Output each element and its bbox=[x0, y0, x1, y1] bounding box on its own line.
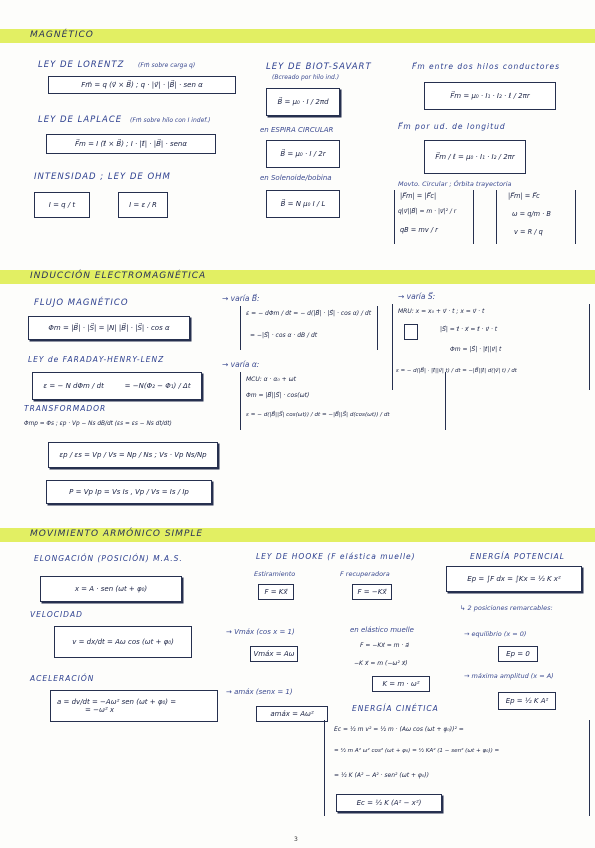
varia-b-brace bbox=[240, 306, 378, 350]
orbita-line: |F⃗m| = F⃗c bbox=[508, 192, 540, 200]
varia-s-line: MRU: x = x₀ + v⃗ · t ; x = v⃗ · t bbox=[398, 308, 485, 315]
varia-a-brace bbox=[240, 372, 446, 430]
varia-a-label: → varía α: bbox=[222, 360, 260, 369]
lorentz-formula: Fm⃗ = q (v⃗ × B⃗) ; q · |v⃗| · |B⃗| · se… bbox=[48, 76, 236, 94]
hilos-formula: F⃗m = μ₀ · I₁ · I₂ · ℓ / 2πr bbox=[424, 82, 556, 110]
intensidad-formula: I = q / t bbox=[34, 192, 90, 218]
elongacion-formula: x = A · sen (ωt + φ₀) bbox=[40, 576, 182, 602]
longitud-formula: F⃗m / ℓ = μ₀ · I₁ · I₂ / 2πr bbox=[424, 140, 526, 174]
varia-b-line: ε = − dΦm / dt = − d(|B⃗| · |S⃗| · cos α… bbox=[246, 310, 372, 317]
ohm-formula: I = ε / R bbox=[118, 192, 168, 218]
section-band-induccion bbox=[0, 270, 595, 284]
faraday-title: LEY de FARADAY-HENRY-LENZ bbox=[28, 355, 165, 364]
amax-label: → amáx (senx = 1) bbox=[226, 688, 293, 696]
aceleracion-eq-2: = −ω² x bbox=[85, 706, 114, 714]
velocidad-title: VELOCIDAD bbox=[30, 610, 83, 619]
orbita-line: v = R / q bbox=[514, 228, 543, 236]
transformador-formula-1: εp / εs = Vp / Vs = Np / Ns ; Vs · Vp Ns… bbox=[48, 442, 218, 468]
ep-title: ENERGÍA POTENCIAL bbox=[470, 552, 565, 561]
hooke-formula-1: F = Kx⃗ bbox=[258, 584, 294, 600]
elongacion-title: ELONGACIÓN (POSICIÓN) M.A.S. bbox=[34, 554, 183, 563]
orbita-line: ω = q/m · B bbox=[512, 210, 551, 218]
laplace-note: (Fm⃗ sobre hilo con I indef.) bbox=[130, 117, 211, 124]
hooke-f2-label: F recuperadora bbox=[340, 570, 390, 578]
maxima-label: → máxima amplitud (x = A) bbox=[464, 672, 554, 680]
section-band-magnetico bbox=[0, 29, 595, 43]
hooke-f1-label: Estiramiento bbox=[254, 570, 296, 578]
orbita-brace bbox=[496, 190, 576, 244]
varia-a-line: Φm = |B⃗||S⃗| · cos(ωt) bbox=[246, 392, 310, 399]
amax-formula: amáx = Aω² bbox=[256, 706, 328, 722]
varia-s-line: ε = − d(|B⃗| · |ℓ⃗||v⃗| t) / dt = −|B⃗||… bbox=[396, 368, 517, 374]
varia-a-line: ε = − d(|B⃗||S⃗| cos(ωt)) / dt = −|B⃗||S… bbox=[246, 412, 390, 418]
vmax-label: → Vmáx (cos x = 1) bbox=[226, 628, 295, 636]
section-title-mas: MOVIMIENTO ARMÓNICO SIMPLE bbox=[30, 529, 204, 539]
transformador-formula-2: P = Vp Ip = Vs Is , Vp / Vs = Is / Ip bbox=[46, 480, 212, 504]
varia-b-line: = −|S⃗| · cos α · dB / dt bbox=[250, 332, 318, 339]
lorentz-title: LEY DE LORENTZ bbox=[38, 60, 125, 70]
equilibrio-label: → equilibrio (x = 0) bbox=[464, 630, 527, 638]
solenoide-formula: B⃗ = N μ₀ I / L bbox=[266, 190, 340, 218]
laplace-title: LEY DE LAPLACE bbox=[38, 115, 123, 125]
page-number: 3 bbox=[294, 836, 298, 843]
aceleracion-eq-1: a = dv/dt = −Aω² sen (ωt + φ₀) = bbox=[57, 698, 177, 706]
elastico-line: −K x⃗ = m (−ω² x⃗) bbox=[354, 660, 408, 667]
aceleracion-title: ACELERACIÓN bbox=[30, 674, 95, 683]
biot-note: (Bcreado por hilo ind.) bbox=[272, 74, 340, 81]
hilos-title: F⃗m entre dos hilos conductores bbox=[412, 62, 561, 71]
longitud-title: F⃗m por ud. de longitud bbox=[398, 122, 506, 131]
biot-formula: B⃗ = μ₀ · I / 2πd bbox=[266, 88, 340, 116]
hooke-title: LEY DE HOOKE (F elástica muelle) bbox=[256, 552, 416, 561]
section-band-mas bbox=[0, 528, 595, 542]
section-title-magnetico: MAGNÉTICO bbox=[30, 30, 94, 40]
ep-maxima-formula: Ep = ½ K A² bbox=[498, 692, 556, 710]
varia-b-label: → varía B⃗: bbox=[222, 294, 260, 303]
circular-line: q|v⃗||B⃗| = m · |v⃗|² / r bbox=[398, 208, 457, 215]
aceleracion-formula: a = dv/dt = −Aω² sen (ωt + φ₀) = = −ω² x bbox=[50, 690, 218, 722]
circular-line: |F⃗m| = |F⃗c| bbox=[400, 192, 437, 200]
varia-s-line: Φm = |S⃗| · |ℓ⃗||v⃗| t bbox=[450, 346, 502, 353]
ep-formula: Ep = ∫F dx = ∫Kx = ½ K x² bbox=[446, 566, 582, 592]
faraday-eq-2: = −N(Φ₂ − Φ₁) / Δt bbox=[124, 382, 191, 390]
flujo-formula: Φm = |B⃗| · |S⃗| = |N| |B⃗| · |S⃗| · cos… bbox=[28, 316, 190, 340]
faraday-eq-1: ε = − N dΦm / dt bbox=[43, 382, 104, 390]
transformador-title: TRANSFORMADOR bbox=[24, 404, 107, 413]
varia-s-brace bbox=[392, 304, 590, 390]
ec-formula: Ec = ½ K (A² − x²) bbox=[336, 794, 442, 812]
biot-title: LEY DE BIOT-SAVART bbox=[266, 62, 372, 72]
varia-s-line: |S⃗| = ℓ⃗ · x⃗ = ℓ⃗ · v⃗ · t bbox=[440, 326, 498, 333]
vmax-formula: Vmáx = Aω bbox=[250, 646, 298, 662]
circular-line: qB = mv / r bbox=[400, 226, 438, 234]
varia-a-line: MCU: α · α₀ + ωt bbox=[246, 376, 296, 383]
ec-line: = ½ K (A² − A² · sen² (ωt + φ₀)) bbox=[334, 772, 429, 779]
flujo-title: FLUJO MAGNÉTICO bbox=[34, 298, 129, 308]
intensidad-title: INTENSIDAD ; LEY DE OHM bbox=[34, 172, 171, 182]
ec-line: = ½ m A² ω² cos² (ωt + φ₀) = ½ KA² (1 − … bbox=[334, 748, 500, 754]
circular-title: Movto. Circular ; Órbita trayectoria bbox=[398, 180, 512, 188]
rectangle-diagram bbox=[404, 324, 418, 340]
circular-brace bbox=[394, 190, 474, 244]
ec-line: Ec = ½ m v² = ½ m · (Aω cos (ωt + φ₀))² … bbox=[334, 726, 464, 733]
velocidad-formula: v = dx/dt = Aω cos (ωt + φ₀) bbox=[54, 626, 192, 658]
solenoide-title: en Solenoide/bobina bbox=[260, 174, 332, 182]
section-title-induccion: INDUCCIÓN ELECTROMAGNÉTICA bbox=[30, 271, 207, 281]
ec-title: ENERGÍA CINÉTICA bbox=[352, 704, 439, 713]
varia-s-label: → varía S⃗: bbox=[398, 292, 436, 301]
espira-title: en ESPIRA CIRCULAR bbox=[260, 126, 334, 134]
ep-equilibrio-formula: Ep = 0 bbox=[498, 646, 538, 662]
lorentz-note: (Fm⃗ sobre carga q) bbox=[138, 62, 196, 69]
ec-brace bbox=[324, 720, 590, 816]
laplace-formula: F⃗m = I (ℓ⃗ × B⃗) ; I · |ℓ⃗| · |B⃗| · se… bbox=[46, 134, 216, 154]
faraday-formula: ε = − N dΦm / dt = −N(Φ₂ − Φ₁) / Δt bbox=[32, 372, 202, 400]
posiciones-label: ↳ 2 posiciones remarcables: bbox=[460, 604, 553, 612]
espira-formula: B⃗ = μ₀ · I / 2r bbox=[266, 140, 340, 168]
elastico-title: en elástico muelle bbox=[350, 626, 414, 634]
elastico-line: F = −Kx⃗ = m · a⃗ bbox=[360, 642, 409, 649]
elastico-formula: K = m · ω² bbox=[372, 676, 430, 692]
transformador-line: Φmp = Φs ; εp · Vp − Ns dB/dt (εs = εs −… bbox=[24, 421, 172, 427]
hooke-formula-2: F = −Kx⃗ bbox=[352, 584, 392, 600]
